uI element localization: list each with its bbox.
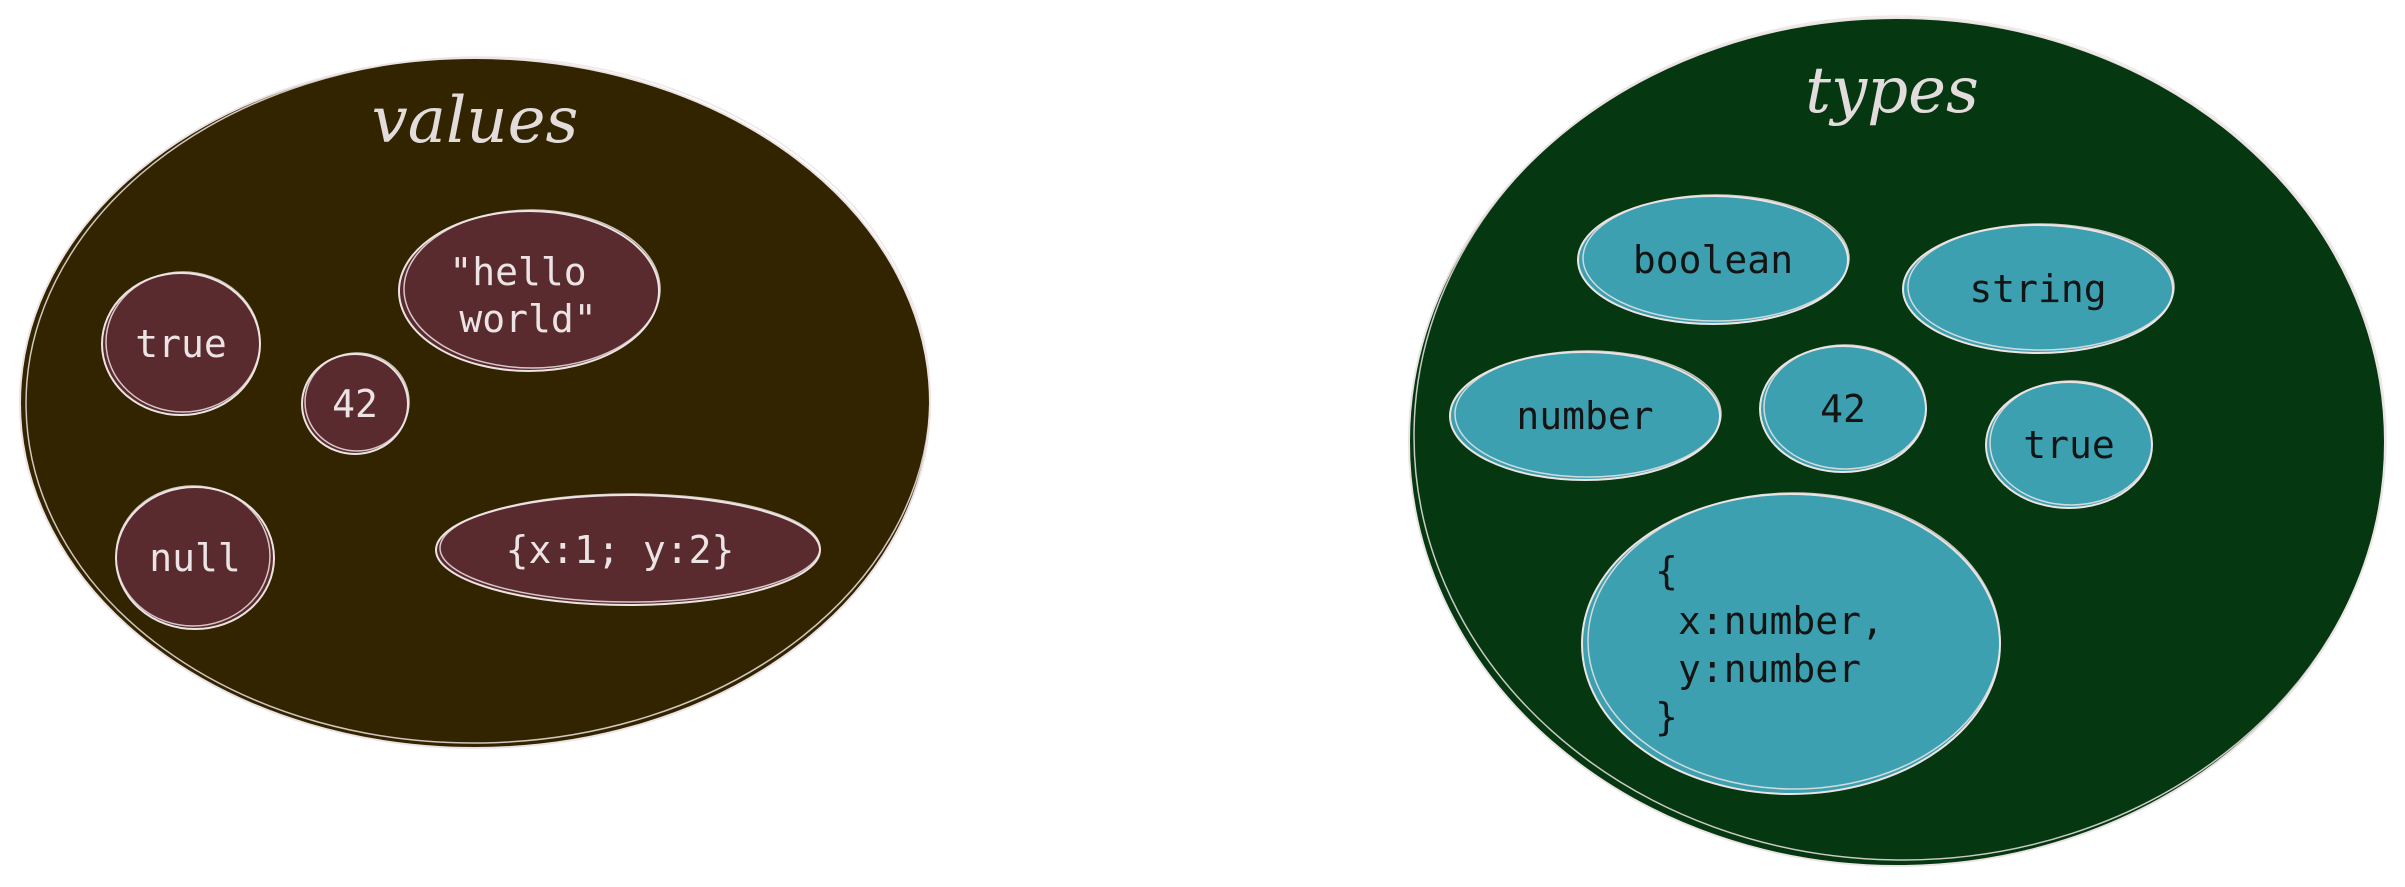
values-title: values	[372, 84, 579, 158]
type-object-line1: {	[1655, 549, 1678, 593]
value-42-bubble: 42	[301, 352, 410, 455]
type-boolean-label: boolean	[1633, 238, 1793, 282]
type-object-line2: x:number,	[1678, 599, 1884, 643]
type-object-bubble: { x:number, y:number }	[1581, 492, 2001, 795]
value-true-bubble: true	[101, 271, 261, 416]
type-string-label: string	[1969, 267, 2106, 311]
type-object-line3: y:number	[1678, 647, 1861, 691]
value-object-label: {x:1; y:2}	[506, 528, 735, 572]
type-true-bubble: true	[1985, 380, 2153, 509]
type-boolean-bubble: boolean	[1577, 194, 1850, 325]
types-title: types	[1805, 54, 1979, 128]
type-number-bubble: number	[1449, 350, 1722, 481]
value-hello-world-line2: world"	[459, 297, 596, 341]
value-hello-world-bubble: "hello world"	[398, 209, 661, 372]
value-null-label: null	[149, 536, 241, 580]
type-object-line4: }	[1655, 695, 1678, 739]
value-hello-world-line1: "hello	[449, 250, 586, 294]
values-region-sketch-outline	[25, 56, 931, 744]
value-true-label: true	[135, 322, 227, 366]
types-region-sketch-outline	[1413, 15, 2387, 861]
type-42-label: 42	[1820, 387, 1866, 431]
value-42-label: 42	[332, 382, 378, 426]
type-string-bubble: string	[1902, 223, 2175, 354]
values-set: values true 42 "hello world"	[19, 56, 931, 749]
type-true-label: true	[2023, 423, 2115, 467]
types-region-outline	[1408, 17, 2386, 867]
value-null-bubble: null	[115, 485, 275, 630]
value-object-bubble: {x:1; y:2}	[435, 493, 821, 606]
types-set: types boolean string number 42	[1408, 15, 2387, 867]
type-42-bubble: 42	[1759, 344, 1927, 473]
type-number-label: number	[1516, 394, 1653, 438]
